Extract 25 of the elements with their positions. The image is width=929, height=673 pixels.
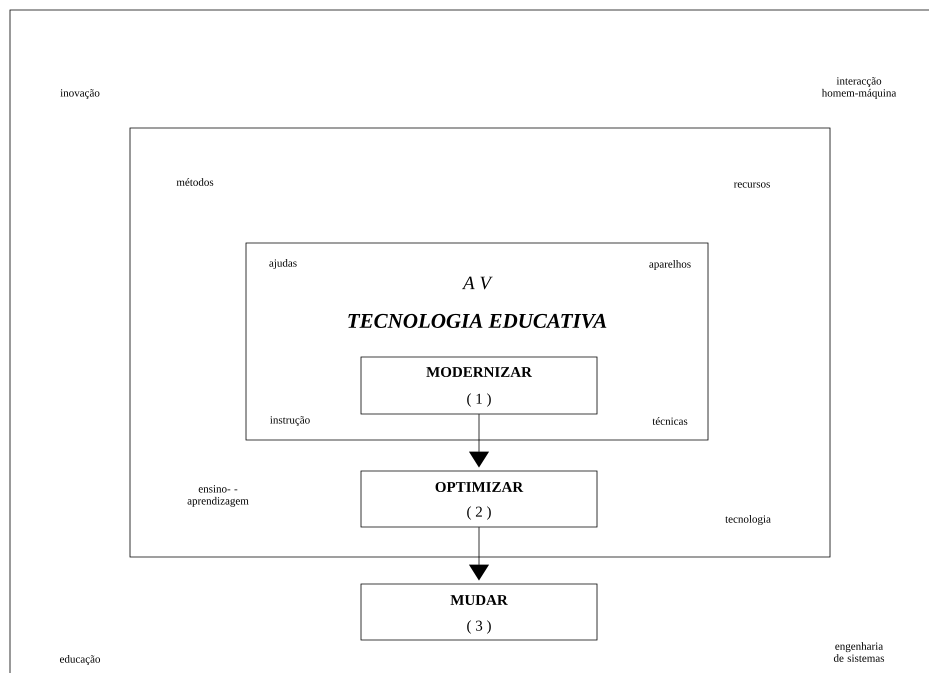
node-label: técnicas — [652, 417, 688, 425]
box-title: ( 2 ) — [467, 506, 491, 520]
node-label: aparelhos — [649, 260, 691, 270]
box-title: ( 3 ) — [467, 620, 491, 634]
node-label: ajudas — [269, 259, 297, 269]
box-title: MODERNIZAR — [426, 366, 532, 378]
node-label: ensino- -aprendizagem — [188, 485, 249, 507]
frame-box — [246, 242, 708, 440]
box-title: OPTIMIZAR — [436, 482, 524, 492]
corner-label: engenharia de sistemas — [834, 642, 884, 662]
corner-label: interacção homem-máquina — [822, 77, 896, 99]
corner-label: educação — [60, 655, 100, 665]
node-label: A V — [462, 276, 493, 290]
process-box — [360, 584, 598, 640]
box-title: ( 1 ) — [467, 393, 491, 407]
node-label: tecnologia — [725, 515, 771, 525]
frame-box — [130, 128, 830, 558]
node-label: instrução — [270, 416, 310, 426]
node-label: TECNOLOGIA EDUCATIVA — [348, 314, 606, 328]
corner-label: inovação — [60, 89, 100, 99]
node-label: recursos — [734, 182, 770, 188]
process-box — [360, 356, 598, 414]
box-title: MUDAR — [450, 594, 508, 606]
node-label: métodos — [176, 178, 214, 186]
process-box — [360, 470, 598, 528]
